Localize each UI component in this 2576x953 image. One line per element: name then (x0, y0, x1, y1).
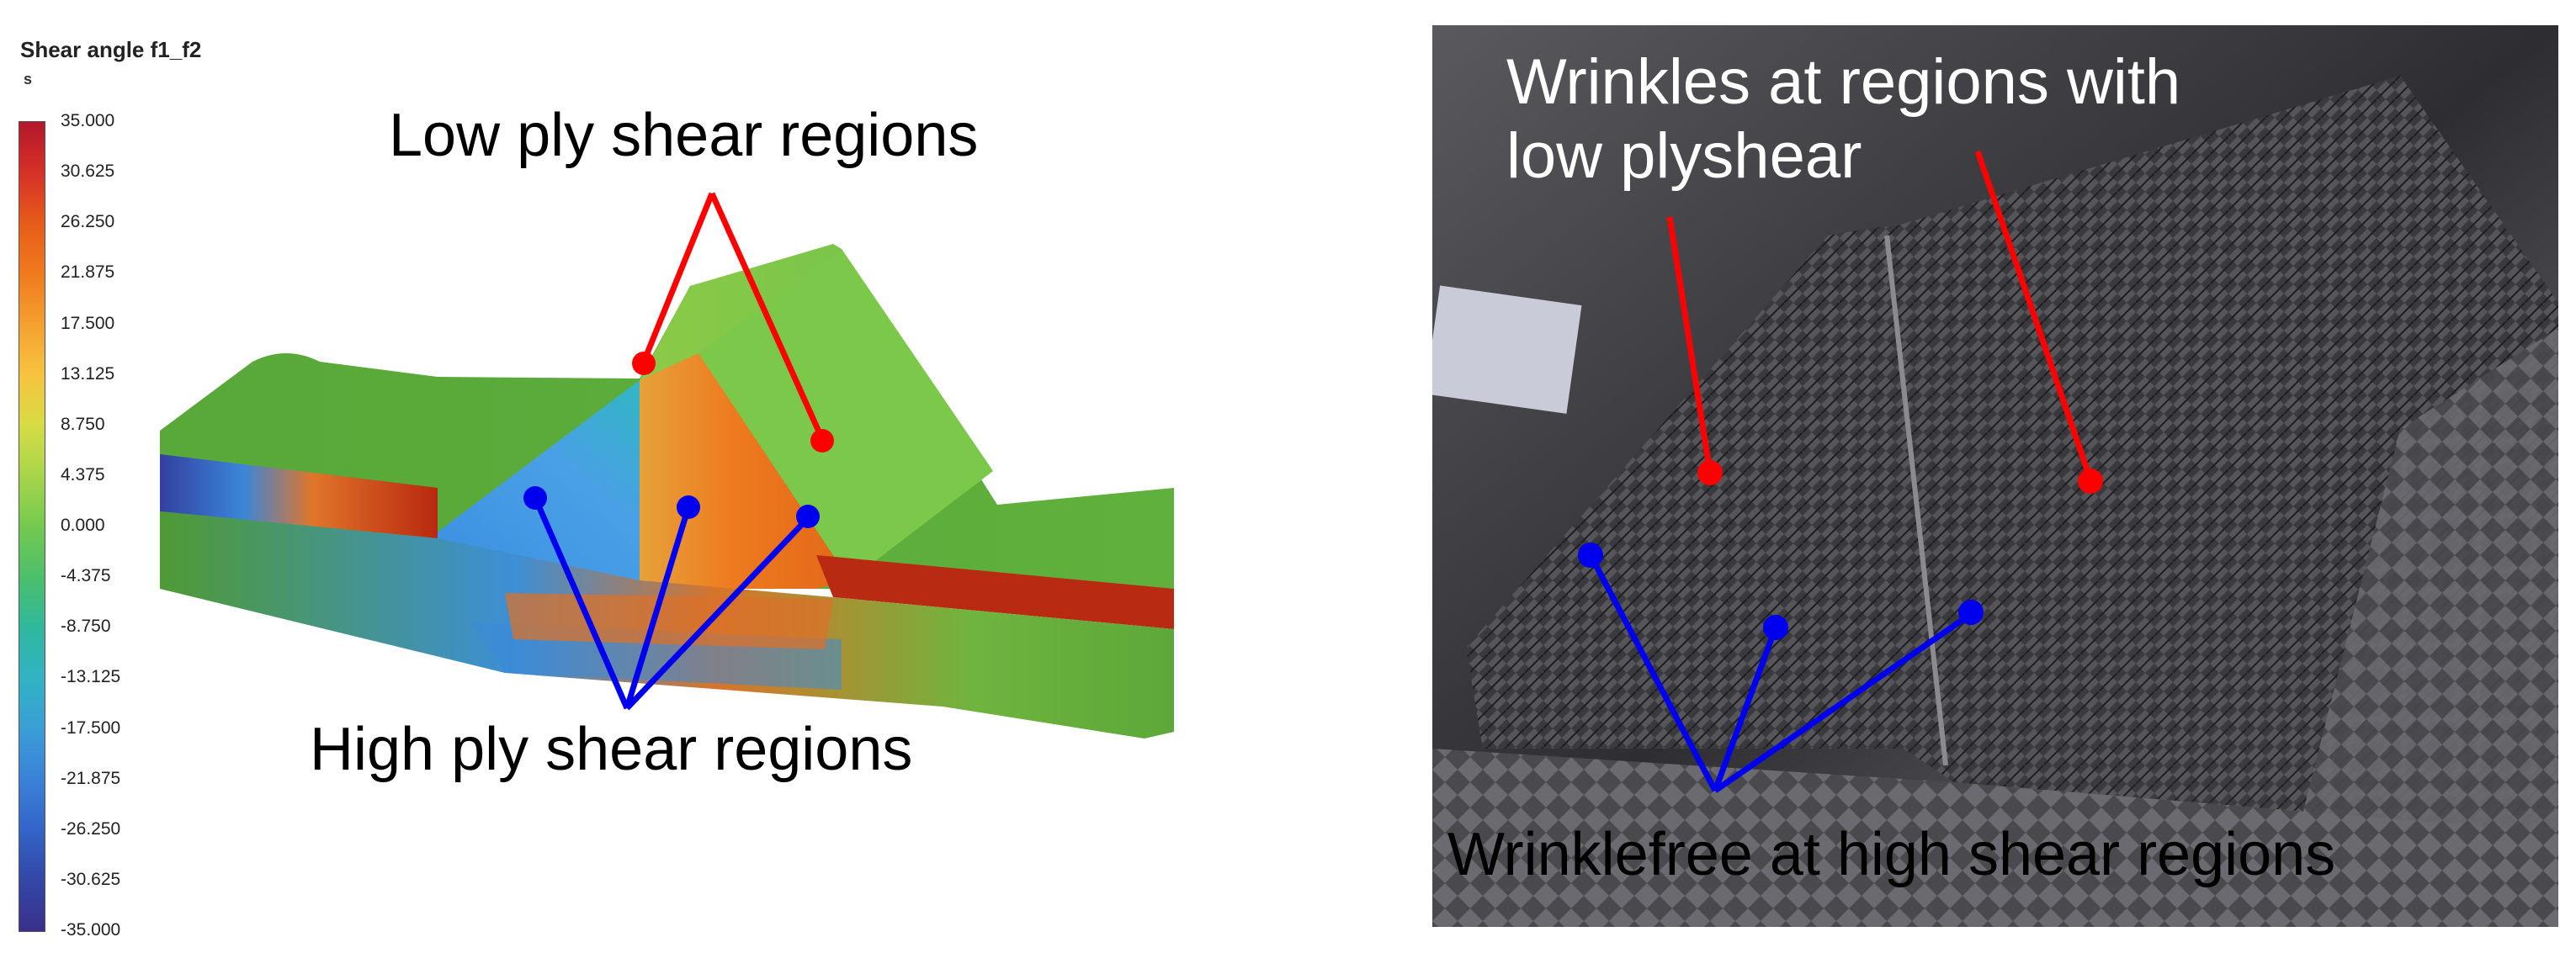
front-flange (1432, 749, 2558, 927)
band-left (160, 454, 438, 538)
colorbar-tick-label: 26.250 (61, 212, 115, 232)
low-shear-label: Low ply shear regions (389, 102, 979, 169)
colorbar-tick-label: 4.375 (61, 464, 105, 484)
legend-title: Shear angle f1_f2 (20, 37, 202, 62)
photo-red-annotations (1666, 150, 2094, 481)
colorbar-tick-label: -30.625 (61, 869, 121, 889)
colorbar-tick-label: 21.875 (61, 262, 115, 283)
photo-blue-dot-3 (1958, 600, 1984, 625)
left-ramp (429, 353, 698, 580)
photo-red-dot-1 (1697, 460, 1723, 485)
sim-red-dot-1 (632, 352, 656, 375)
colorbar-tick-label: 8.750 (61, 414, 105, 434)
bottom-strip-orange (505, 593, 833, 649)
ridge-highlight (1884, 235, 1948, 766)
band-right (816, 555, 1174, 629)
legend-unit: s (24, 71, 33, 87)
sim-blue-dot-2 (677, 495, 700, 519)
colorbar-tick-label: 17.500 (61, 313, 115, 333)
paper-label (1432, 285, 1582, 414)
wrinkles-label-line1: Wrinkles at regions with (1506, 46, 2181, 118)
sim-blue-dot-3 (796, 505, 820, 528)
sim-red-dot-2 (810, 429, 834, 453)
colorbar-tick-label: -21.875 (61, 768, 121, 788)
photo-red-dot-2 (2078, 469, 2103, 494)
colorbar-tick-label: -8.750 (61, 617, 111, 637)
wrinklefree-label: Wrinklefree at high shear regions (1447, 821, 2336, 888)
photo-blue-annotations (1587, 553, 1973, 793)
high-shear-label: High ply shear regions (310, 716, 913, 783)
colorbar-tick-label: 13.125 (61, 363, 115, 384)
colorbar (19, 121, 45, 932)
left-face (1466, 227, 1904, 749)
colorbar-tick-label: -17.500 (61, 717, 121, 738)
sim-red-annotations (640, 192, 826, 441)
colorbar-tick-label: -26.250 (61, 818, 121, 839)
right-flange (2274, 328, 2558, 927)
sim-blue-dot-1 (523, 486, 547, 510)
colorbar-tick-label: -13.125 (61, 667, 121, 687)
colorbar-tick-label: 30.625 (61, 161, 115, 182)
colorbar-tick-label: 35.000 (61, 111, 115, 130)
photo-blue-dot-1 (1578, 543, 1603, 568)
colorbar-tick-label: 0.000 (61, 516, 105, 535)
colorbar-tick-label: -4.375 (61, 566, 111, 586)
colorbar-tick-label: -35.000 (61, 920, 121, 940)
photo-drawing (1432, 25, 2558, 927)
carbon-fiber-photo: Wrinkles at regions with low plyshear Wr… (1432, 25, 2558, 927)
wrinkles-label-line2: low plyshear (1506, 120, 1862, 192)
back-ridge (1836, 76, 2558, 572)
photo-blue-dot-2 (1763, 615, 1788, 640)
sim-blue-annotations (532, 496, 810, 711)
